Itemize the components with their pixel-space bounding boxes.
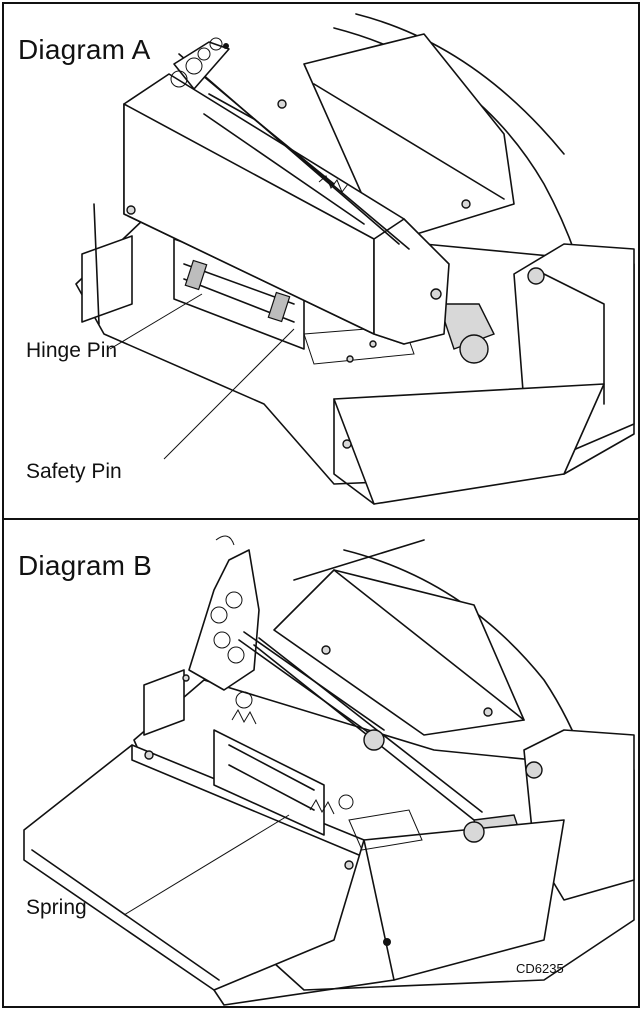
diagram-b-illustration: [23, 535, 635, 1006]
diagram-b-panel: Diagram B Spring CD6235: [4, 520, 638, 1010]
diagram-a-illustration: [75, 13, 635, 505]
safety-pin-label: Safety Pin: [26, 460, 122, 483]
hinge-pin-label: Hinge Pin: [26, 339, 118, 362]
figure-code: CD6235: [516, 961, 564, 976]
panel-divider: [4, 518, 638, 520]
spring-label: Spring: [26, 896, 87, 919]
diagram-a-title: Diagram A: [18, 34, 151, 65]
diagram-a-panel: Diagram A Hinge Pin Safety Pin: [4, 4, 638, 518]
diagram-b-title: Diagram B: [18, 550, 153, 581]
